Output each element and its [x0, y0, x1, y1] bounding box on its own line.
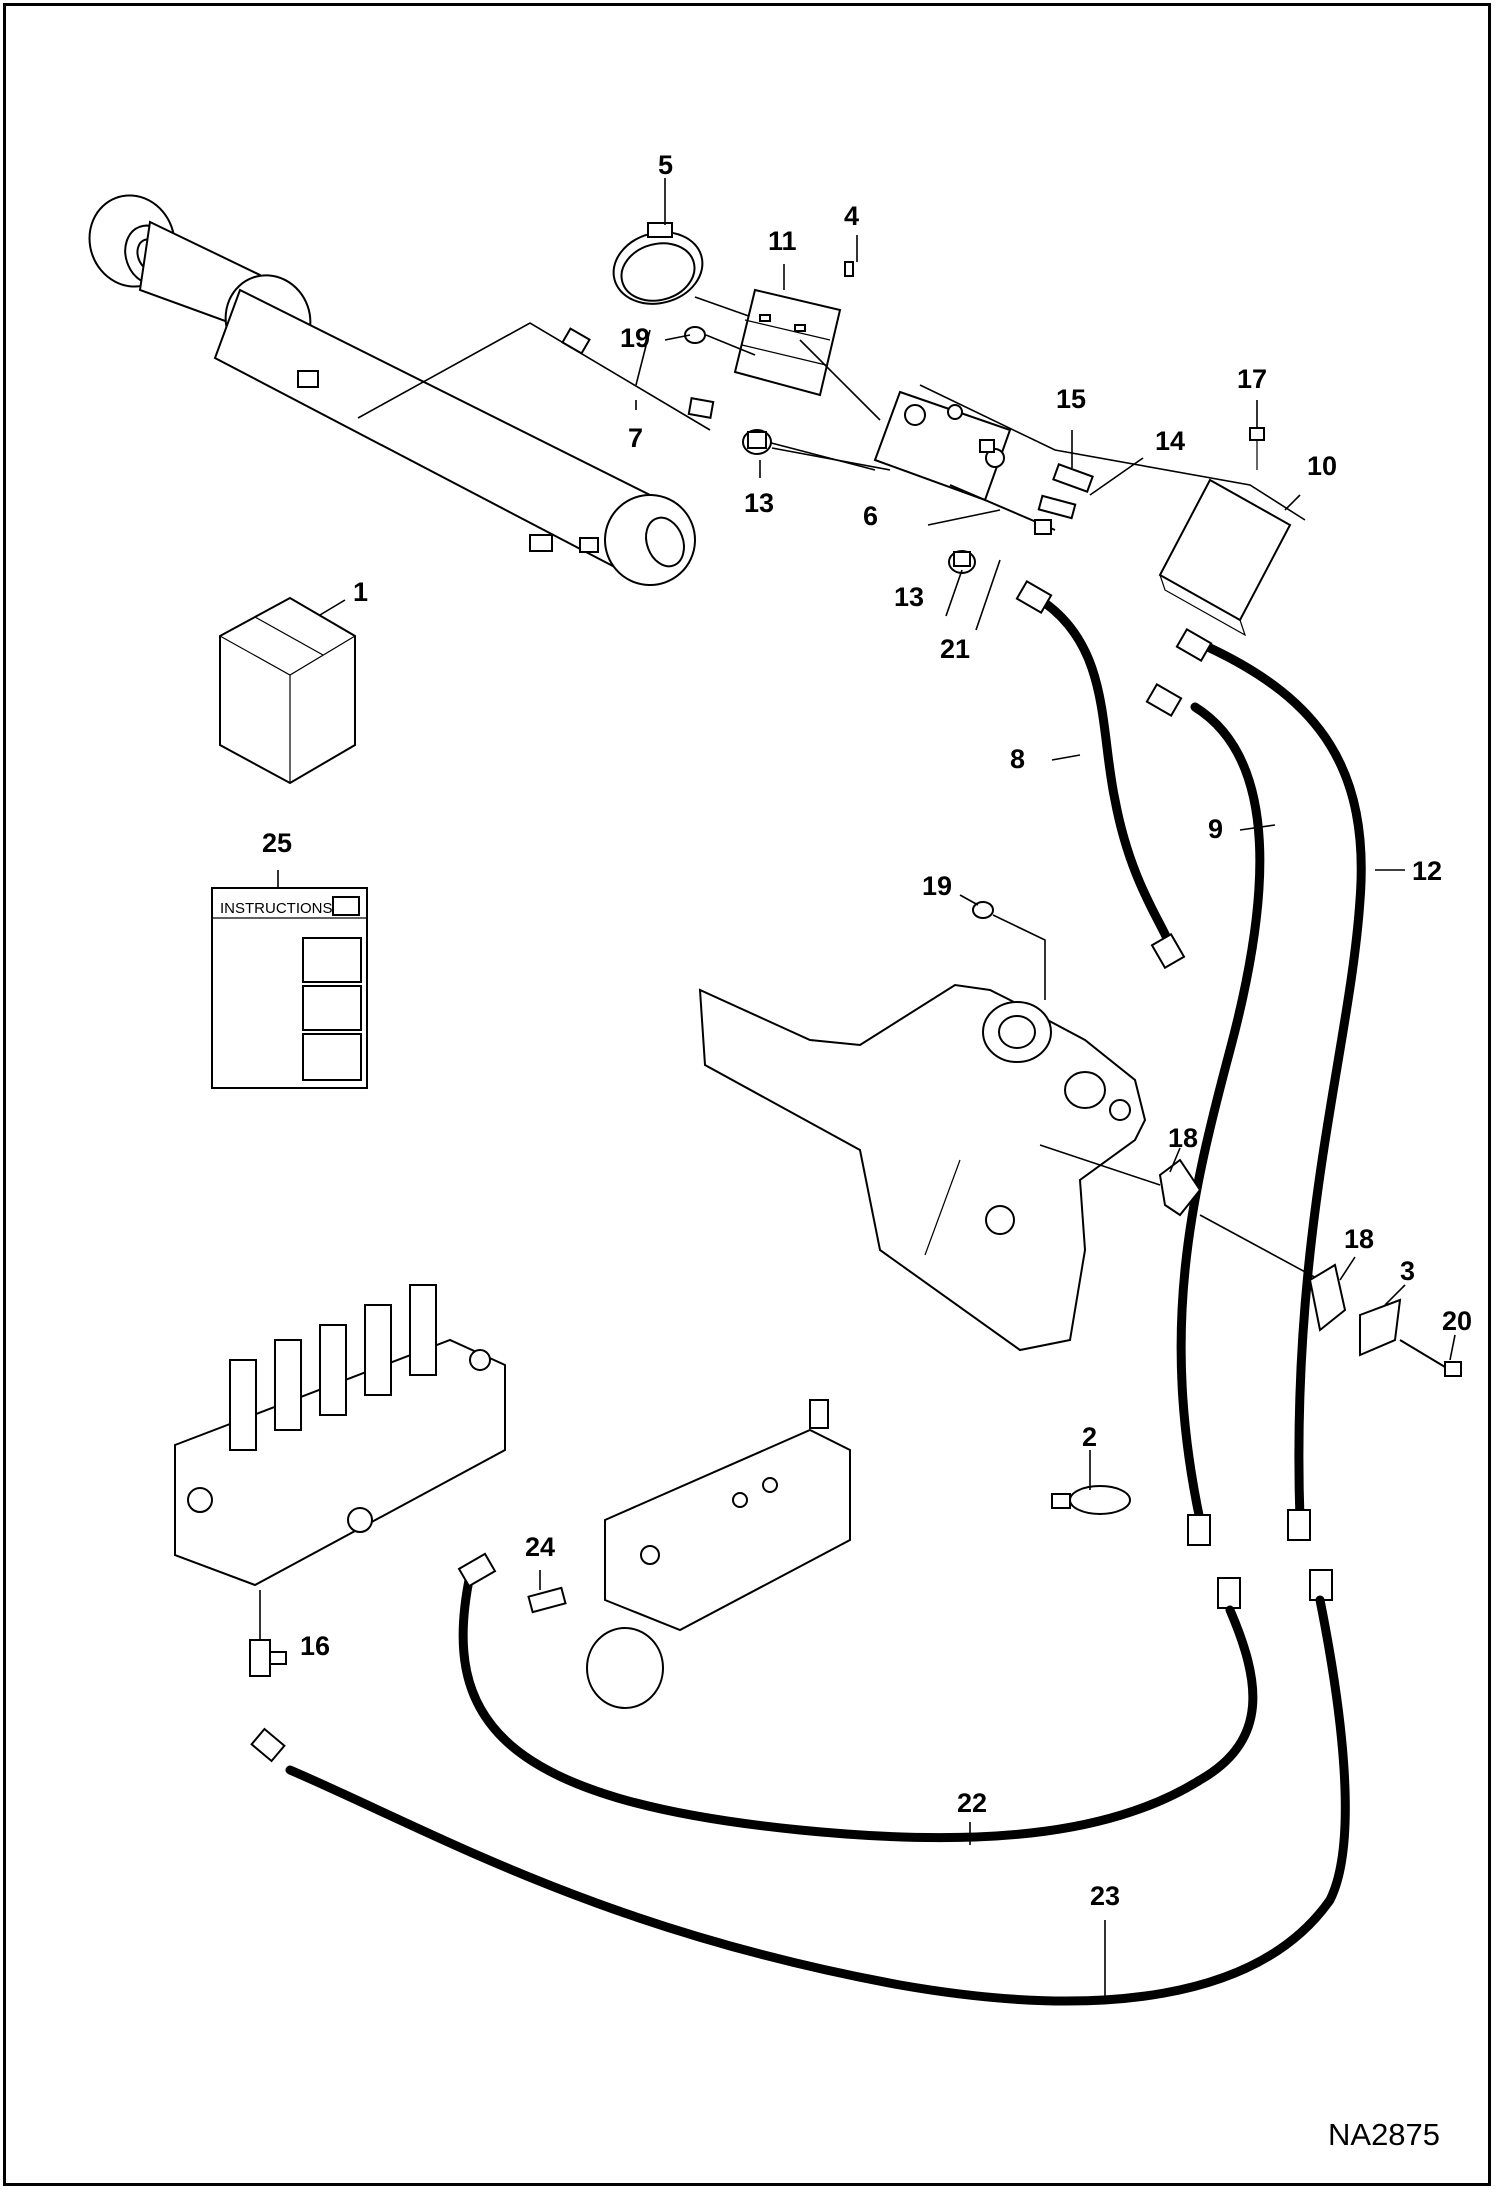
callout-5: 5 [658, 150, 673, 180]
callout-21: 21 [940, 634, 970, 664]
callout-17: 17 [1237, 364, 1267, 394]
instructions-card-25: INSTRUCTIONS [211, 887, 368, 1089]
callout-8: 8 [1010, 744, 1025, 774]
hose-22-elbow [457, 1552, 497, 1588]
valve-block-6 [873, 390, 1012, 502]
hose-8 [1015, 579, 1186, 970]
accumulator-valve [586, 1399, 851, 1709]
callout-12: 12 [1412, 856, 1442, 886]
callout-7: 7 [628, 423, 643, 453]
callout-11: 11 [768, 226, 797, 256]
callout-25: 25 [262, 828, 292, 858]
callout-14: 14 [1155, 426, 1185, 456]
callout-2: 2 [1082, 1422, 1097, 1452]
callout-20: 20 [1442, 1306, 1472, 1336]
callout-9: 9 [1208, 814, 1223, 844]
hydraulic-cylinder [88, 194, 696, 586]
fitting-16 [249, 1639, 287, 1677]
hose-9-end [1187, 1514, 1241, 1609]
fitting-15 [1052, 463, 1094, 493]
control-valve [174, 1284, 506, 1587]
callout-13a: 13 [744, 488, 774, 518]
callout-3: 3 [1400, 1256, 1415, 1286]
kit-box-1 [219, 596, 356, 785]
drawing-reference-code: NA2875 [1328, 2117, 1440, 2152]
bracket-11 [733, 288, 842, 397]
instructions-card-title: INSTRUCTIONS [220, 900, 333, 917]
callout-10: 10 [1307, 451, 1337, 481]
callout-22: 22 [957, 1788, 987, 1818]
hose-22 [458, 1570, 1258, 1843]
bolt-21 [949, 484, 1056, 535]
callout-23: 23 [1090, 1881, 1120, 1911]
nut-19b [972, 901, 994, 919]
clamp-5 [612, 222, 704, 305]
fitting-24 [527, 1586, 567, 1614]
callout-18a: 18 [1168, 1123, 1198, 1153]
hose-12 [1175, 627, 1366, 1525]
bolt-20 [1399, 1339, 1462, 1377]
callout-4: 4 [844, 201, 859, 231]
callout-1: 1 [353, 577, 368, 607]
callout-13b: 13 [894, 582, 924, 612]
bracket-10 [1158, 478, 1292, 637]
callout-18b: 18 [1344, 1224, 1374, 1254]
hose-12-end [1287, 1509, 1333, 1601]
bolt-17 [1249, 427, 1265, 470]
callout-16: 16 [300, 1631, 330, 1661]
fitting-13a [742, 429, 772, 455]
clamp-18a [1158, 1158, 1202, 1217]
fitting-14 [1037, 494, 1077, 520]
callout-24: 24 [525, 1532, 555, 1562]
nut-19a [684, 326, 706, 344]
fitting-13b [948, 550, 976, 574]
hose-9 [1145, 682, 1265, 1525]
callout-19a: 19 [620, 323, 650, 353]
callout-leaders [635, 178, 1456, 1998]
callout-15: 15 [1056, 384, 1086, 414]
screw-4 [844, 261, 854, 277]
boom-bracket [698, 983, 1147, 1352]
hose-23 [250, 1595, 1350, 2006]
drawing-border [3, 3, 1491, 2186]
callout-19b: 19 [922, 871, 952, 901]
clamp-18b [1308, 1263, 1347, 1332]
cable-tie-2 [1051, 1485, 1131, 1515]
callout-6: 6 [863, 501, 878, 531]
plate-3 [1359, 1298, 1402, 1357]
